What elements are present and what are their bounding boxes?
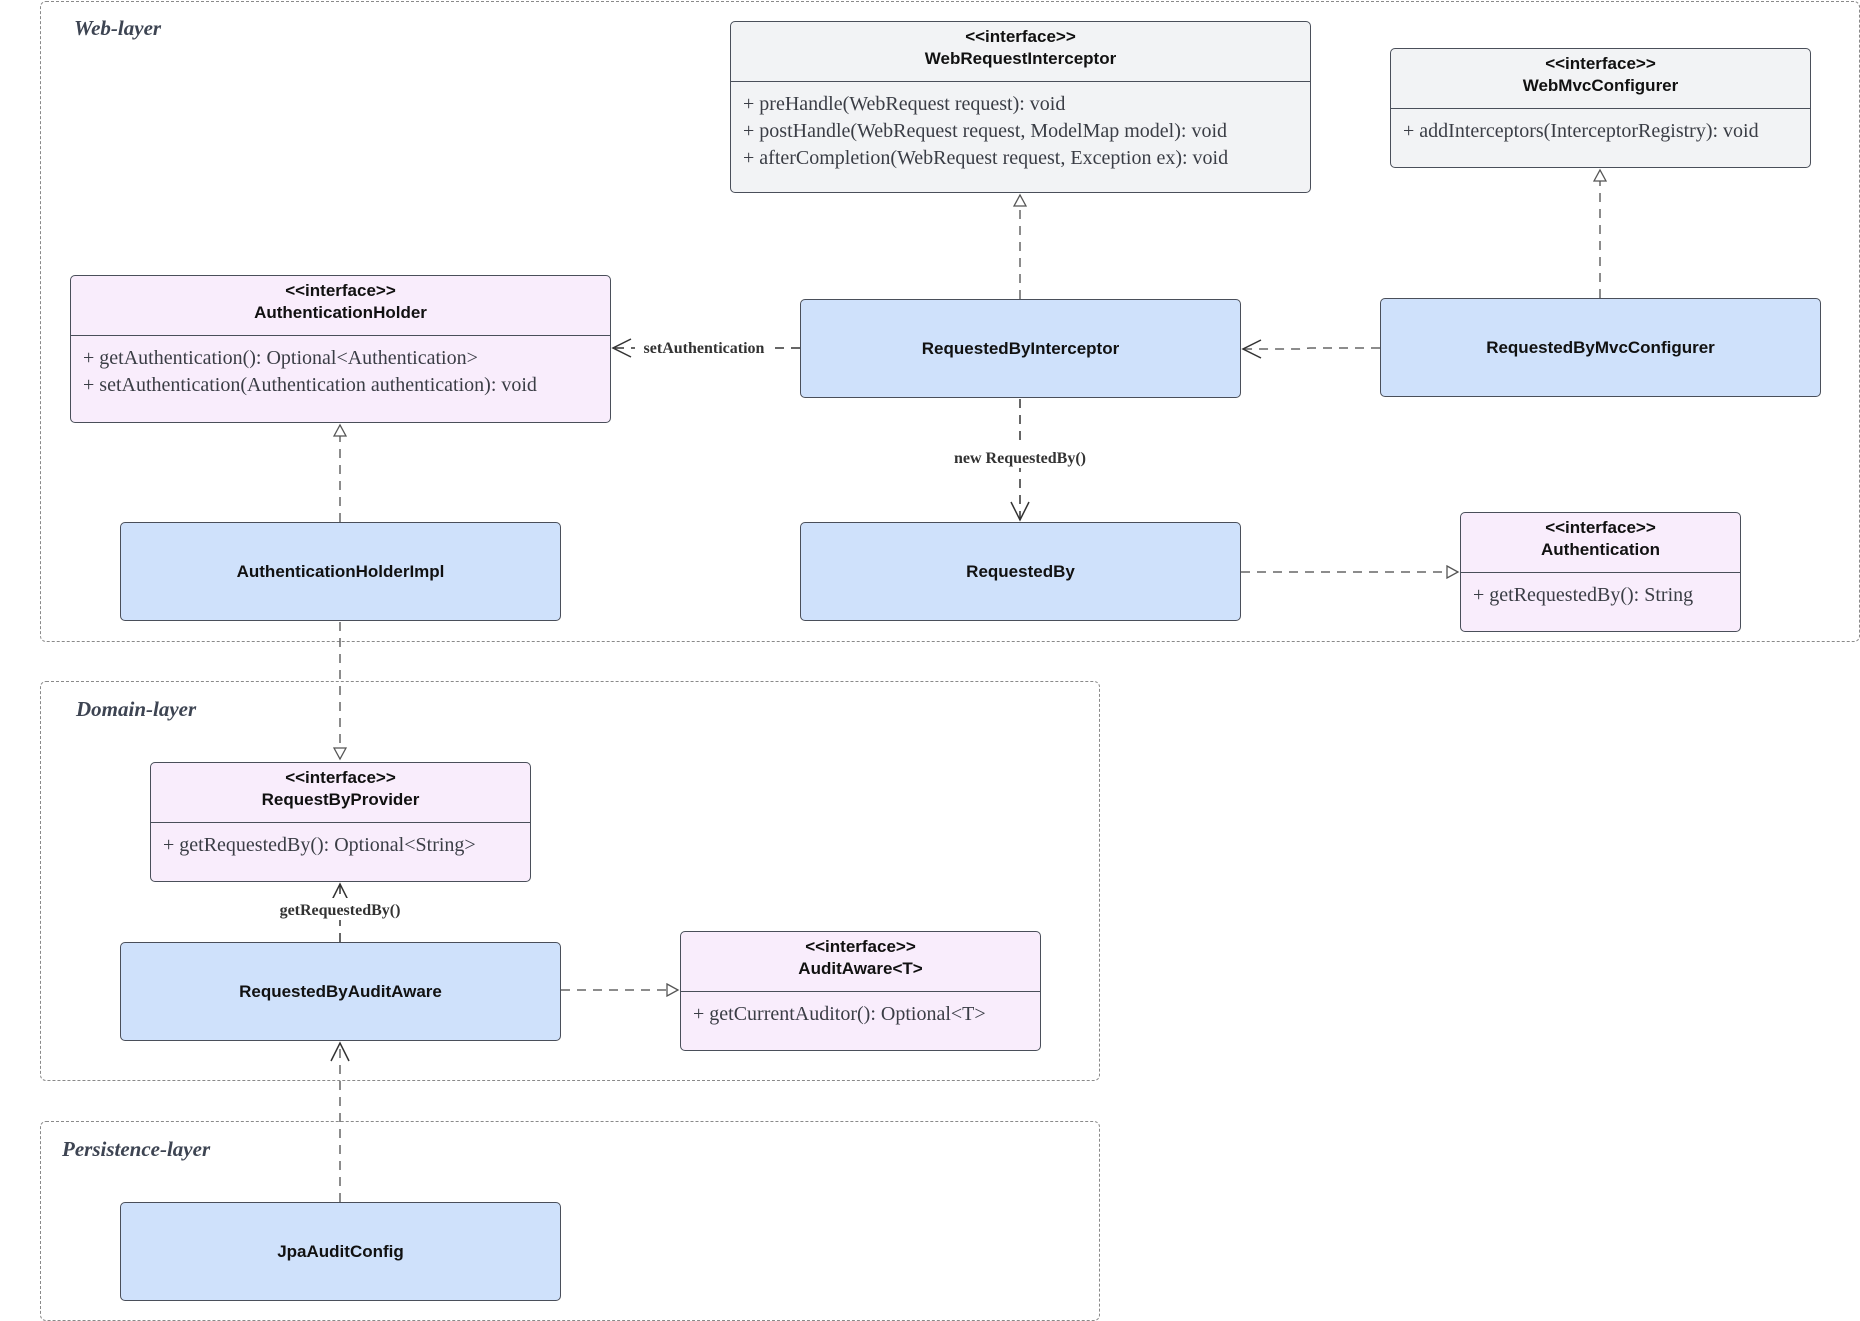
stereotype-label: <<interface>> (1545, 54, 1656, 73)
class-name: WebMvcConfigurer (1522, 76, 1679, 95)
class-name: AuditAware<T> (798, 959, 923, 978)
class-name: RequestedByInterceptor (921, 338, 1120, 358)
member-add-interceptors: + addInterceptors(InterceptorRegistry): … (1403, 120, 1759, 142)
member-set-authentication: + setAuthentication(Authentication authe… (83, 374, 537, 396)
class-header: <<interface>> Authentication (1461, 513, 1740, 573)
edge-mvc-configurer-uses-interceptor (1241, 339, 1380, 359)
class-name: JpaAuditConfig (277, 1241, 404, 1261)
edge-label-set-authentication: setAuthentication (644, 340, 765, 357)
member-after-completion: + afterCompletion(WebRequest request, Ex… (743, 147, 1229, 169)
edge-label-background (635, 337, 773, 359)
class-request-by-provider[interactable]: <<interface>> RequestByProvider + getReq… (150, 762, 531, 882)
member-pre-handle: + preHandle(WebRequest request): void (743, 93, 1066, 115)
edge-label-background (270, 898, 410, 920)
class-name: RequestByProvider (261, 790, 420, 809)
member-post-handle: + postHandle(WebRequest request, ModelMa… (743, 120, 1228, 142)
member-get-requested-by: + getRequestedBy(): String (1473, 584, 1694, 606)
member-list: + addInterceptors(InterceptorRegistry): … (1391, 109, 1810, 145)
class-authentication-holder-impl[interactable]: AuthenticationHolderImpl (120, 522, 561, 621)
stereotype-label: <<interface>> (1545, 518, 1656, 537)
class-requested-by-mvc-configurer[interactable]: RequestedByMvcConfigurer (1380, 298, 1821, 397)
class-authentication[interactable]: <<interface>> Authentication + getReques… (1460, 512, 1741, 632)
stereotype-label: <<interface>> (965, 27, 1076, 46)
class-web-request-interceptor[interactable]: <<interface>> WebRequestInterceptor + pr… (730, 21, 1311, 193)
class-name: RequestedByAuditAware (239, 981, 442, 1001)
class-header: <<interface>> AuditAware<T> (681, 932, 1040, 992)
domain-layer-title: Domain-layer (76, 697, 197, 721)
class-requested-by-audit-aware[interactable]: RequestedByAuditAware (120, 942, 561, 1041)
class-requested-by[interactable]: RequestedBy (800, 522, 1241, 621)
class-name: RequestedBy (966, 561, 1075, 581)
class-requested-by-interceptor[interactable]: RequestedByInterceptor (800, 299, 1241, 398)
class-audit-aware[interactable]: <<interface>> AuditAware<T> + getCurrent… (680, 931, 1041, 1051)
class-name: Authentication (1541, 540, 1660, 559)
member-list: + preHandle(WebRequest request): void + … (731, 82, 1310, 172)
edge-label-get-requested-by: getRequestedBy() (280, 902, 401, 919)
member-get-current-auditor: + getCurrentAuditor(): Optional<T> (693, 1003, 986, 1025)
class-header: <<interface>> AuthenticationHolder (71, 276, 610, 336)
class-name: WebRequestInterceptor (924, 49, 1117, 68)
class-name: RequestedByMvcConfigurer (1486, 337, 1715, 357)
member-get-requested-by: + getRequestedBy(): Optional<String> (163, 834, 476, 856)
member-list: + getAuthentication(): Optional<Authenti… (71, 336, 610, 399)
class-authentication-holder[interactable]: <<interface>> AuthenticationHolder + get… (70, 275, 611, 423)
web-layer-title: Web-layer (74, 16, 162, 40)
member-list: + getRequestedBy(): String (1461, 573, 1740, 609)
stereotype-label: <<interface>> (285, 768, 396, 787)
member-list: + getRequestedBy(): Optional<String> (151, 823, 530, 859)
class-name: AuthenticationHolder (254, 303, 427, 322)
edge-label-background (943, 446, 1097, 468)
member-list: + getCurrentAuditor(): Optional<T> (681, 992, 1040, 1028)
class-header: <<interface>> WebMvcConfigurer (1391, 49, 1810, 109)
class-header: <<interface>> RequestByProvider (151, 763, 530, 823)
class-jpa-audit-config[interactable]: JpaAuditConfig (120, 1202, 561, 1301)
stereotype-label: <<interface>> (285, 281, 396, 300)
class-web-mvc-configurer[interactable]: <<interface>> WebMvcConfigurer + addInte… (1390, 48, 1811, 168)
member-get-authentication: + getAuthentication(): Optional<Authenti… (83, 347, 478, 369)
stereotype-label: <<interface>> (805, 937, 916, 956)
domain-layer-container (40, 681, 1100, 1081)
edge-label-new-requested-by: new RequestedBy() (954, 450, 1086, 467)
class-header: <<interface>> WebRequestInterceptor (731, 22, 1310, 82)
class-name: AuthenticationHolderImpl (236, 561, 445, 581)
persistence-layer-title: Persistence-layer (62, 1137, 211, 1161)
